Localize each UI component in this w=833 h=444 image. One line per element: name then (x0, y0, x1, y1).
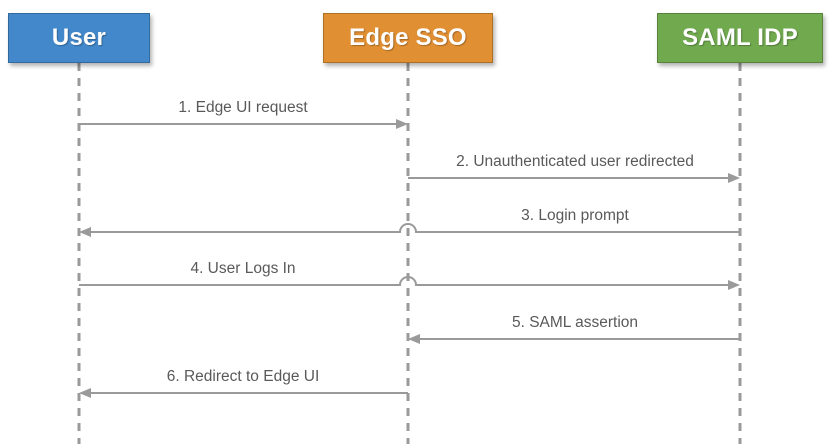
actor-label-edge-sso: Edge SSO (349, 24, 467, 51)
arrowhead-2 (728, 173, 740, 183)
message-line-3 (91, 223, 740, 233)
actor-box-edge-sso[interactable]: Edge SSO (323, 13, 493, 63)
arrowhead-4 (728, 280, 740, 290)
lifelines-group (77, 63, 742, 444)
message-arrows-group (79, 119, 740, 398)
message-label-2: 2. Unauthenticated user redirected (456, 153, 694, 170)
actor-label-user: User (51, 24, 107, 51)
message-label-3: 3. Login prompt (521, 207, 629, 224)
arrowhead-5 (408, 334, 420, 344)
message-label-5: 5. SAML assertion (511, 314, 639, 331)
actor-box-user[interactable]: User (8, 13, 150, 63)
message-label-1: 1. Edge UI request (178, 99, 308, 116)
arrowhead-1 (396, 119, 408, 129)
message-line-4 (79, 276, 728, 286)
arrowhead-3 (79, 227, 91, 237)
actor-label-saml-idp: SAML IDP (682, 24, 798, 51)
actor-box-saml-idp[interactable]: SAML IDP (657, 13, 823, 63)
message-label-4: 4. User Logs In (190, 260, 296, 277)
arrowhead-6 (79, 388, 91, 398)
message-label-6: 6. Redirect to Edge UI (166, 368, 320, 385)
